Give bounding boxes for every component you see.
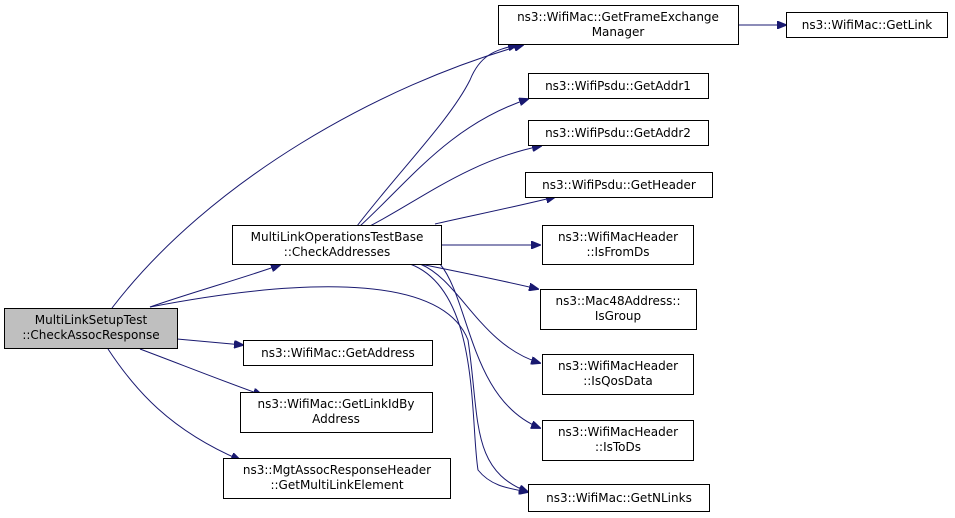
node-label-line: ns3::WifiMacHeader [558, 425, 678, 439]
edge-check-assoc-response-to-get-link-id-by-address [139, 348, 262, 395]
node-label-line: ::IsFromDs [586, 245, 649, 259]
node-label-line: ns3::WifiMacHeader [558, 230, 678, 244]
node-is-qos-data[interactable]: ns3::WifiMacHeader ::IsQosData [542, 354, 694, 395]
node-label-line: ns3::WifiPsdu::GetAddr1 [545, 79, 691, 93]
node-is-from-ds[interactable]: ns3::WifiMacHeader ::IsFromDs [542, 225, 694, 265]
edges [107, 25, 786, 492]
node-label-line: ns3::MgtAssocResponseHeader [243, 463, 431, 477]
node-get-addr1[interactable]: ns3::WifiPsdu::GetAddr1 [528, 73, 709, 99]
node-label-line: ns3::WifiMac::GetLinkIdBy [258, 397, 415, 411]
node-get-address[interactable]: ns3::WifiMac::GetAddress [243, 340, 433, 366]
edge-check-addresses-to-get-addr1 [359, 99, 528, 227]
edge-check-addresses-to-is-to-ds [439, 263, 540, 428]
node-label-line: ::CheckAddresses [284, 245, 390, 259]
edge-check-assoc-response-to-get-multi-link-element [107, 348, 240, 460]
node-label-line: MultiLinkSetupTest [35, 313, 148, 327]
node-get-addr2[interactable]: ns3::WifiPsdu::GetAddr2 [528, 120, 709, 146]
edge-check-assoc-response-to-get-address [176, 338, 243, 345]
edge-check-assoc-response-to-check-addresses [149, 265, 280, 308]
node-check-addresses[interactable]: MultiLinkOperationsTestBase ::CheckAddre… [232, 225, 442, 265]
node-label-line: Address [312, 412, 360, 426]
node-label-line: ns3::WifiMacHeader [558, 359, 678, 373]
node-label-line: ::IsQosData [583, 374, 653, 388]
node-check-assoc-response[interactable]: MultiLinkSetupTest ::CheckAssocResponse [4, 308, 178, 349]
node-get-multi-link-element[interactable]: ns3::MgtAssocResponseHeader ::GetMultiLi… [223, 458, 451, 499]
edge-check-addresses-to-get-header [434, 197, 555, 225]
node-get-link-id-by-address[interactable]: ns3::WifiMac::GetLinkIdBy Address [240, 392, 433, 433]
node-label-line: ns3::Mac48Address:: [555, 294, 680, 308]
node-label-line: ns3::WifiMac::GetAddress [261, 346, 415, 360]
node-label-line: Manager [592, 25, 645, 39]
node-label-line: ns3::WifiMac::GetFrameExchange [517, 10, 719, 24]
node-get-header[interactable]: ns3::WifiPsdu::GetHeader [525, 172, 713, 198]
node-get-n-links[interactable]: ns3::WifiMac::GetNLinks [528, 484, 710, 512]
node-label-line: ::IsToDs [595, 440, 641, 454]
edge-check-assoc-response-to-get-n-links [149, 286, 528, 492]
edge-check-addresses-to-is-group [419, 263, 538, 289]
node-label-line: ::CheckAssocResponse [22, 328, 159, 342]
node-label-line: ns3::WifiPsdu::GetHeader [542, 178, 696, 192]
node-label-line: IsGroup [595, 309, 641, 323]
edge-check-addresses-to-is-qos-data [419, 263, 540, 363]
node-label-line: ns3::WifiMac::GetLink [802, 18, 932, 32]
node-label-line: MultiLinkOperationsTestBase [251, 230, 424, 244]
node-is-group[interactable]: ns3::Mac48Address:: IsGroup [540, 289, 697, 330]
node-label-line: ns3::WifiPsdu::GetAddr2 [545, 126, 691, 140]
node-label-line: ::GetMultiLinkElement [270, 478, 403, 492]
edge-check-addresses-to-get-frame-exchange-manager [356, 45, 517, 227]
node-is-to-ds[interactable]: ns3::WifiMacHeader ::IsToDs [542, 420, 694, 461]
edge-check-addresses-to-get-addr2 [369, 146, 541, 227]
edge-check-addresses-to-get-n-links [409, 263, 528, 492]
node-get-frame-exchange-manager[interactable]: ns3::WifiMac::GetFrameExchange Manager [498, 5, 739, 45]
node-label-line: ns3::WifiMac::GetNLinks [546, 491, 692, 505]
node-get-link[interactable]: ns3::WifiMac::GetLink [786, 12, 948, 38]
edge-check-assoc-response-to-get-frame-exchange-manager [111, 45, 523, 309]
